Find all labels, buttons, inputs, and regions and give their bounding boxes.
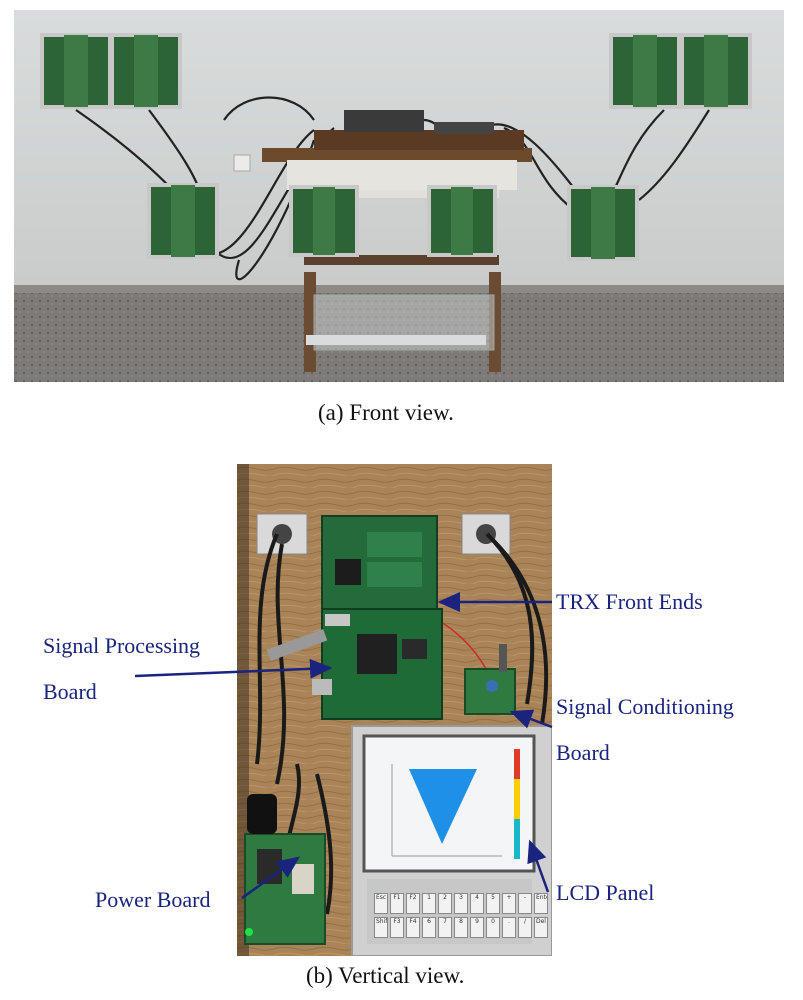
keypad-key: 7 xyxy=(438,917,452,938)
keypad-key: 3 xyxy=(454,893,468,914)
antenna-panel xyxy=(609,33,681,109)
signal-conditioning-label: Signal Conditioning xyxy=(556,694,734,719)
antenna-panel xyxy=(427,185,497,257)
keypad-key: 6 xyxy=(422,917,436,938)
antenna-panel xyxy=(147,183,219,259)
keypad-key: F4 xyxy=(406,917,420,938)
keypad-key: 2 xyxy=(438,893,452,914)
antenna-panel xyxy=(110,33,182,109)
keypad-key: 4 xyxy=(470,893,484,914)
keypad-key: / xyxy=(518,917,532,938)
front-view-photo xyxy=(14,10,784,382)
front-view-caption: (a) Front view. xyxy=(318,400,454,425)
keypad-key: Esc xyxy=(374,893,388,914)
keypad-key: - xyxy=(518,893,532,914)
antenna-panel xyxy=(567,185,639,261)
power-board-label: Power Board xyxy=(95,887,211,912)
keypad-key: + xyxy=(502,893,516,914)
keypad-key: Shift xyxy=(374,917,388,938)
vertical-view-caption: (b) Vertical view. xyxy=(306,963,465,988)
keypad-key: 0 xyxy=(486,917,500,938)
vertical-view-photo xyxy=(237,464,552,956)
keypad-key: 1 xyxy=(422,893,436,914)
keypad-key: Enter xyxy=(534,893,548,914)
keypad-key: Del xyxy=(534,917,548,938)
keypad-key: 9 xyxy=(470,917,484,938)
antenna-panel xyxy=(289,185,359,257)
keypad-key: F1 xyxy=(390,893,404,914)
signal-processing-board-label: Board xyxy=(43,679,97,704)
keypad-key: F2 xyxy=(406,893,420,914)
keypad-row: ShiftF3F467890./Del xyxy=(374,917,548,938)
keypad-key: 5 xyxy=(486,893,500,914)
antenna-panel xyxy=(40,33,112,109)
keypad-key: . xyxy=(502,917,516,938)
keypad-key: F3 xyxy=(390,917,404,938)
antenna-panel xyxy=(680,33,752,109)
trx-front-ends-label: TRX Front Ends xyxy=(556,589,703,614)
keypad-key: 8 xyxy=(454,917,468,938)
signal-conditioning-board-label: Board xyxy=(556,740,610,765)
lcd-triangle xyxy=(409,769,477,844)
lcd-panel-label: LCD Panel xyxy=(556,880,655,905)
signal-processing-label: Signal Processing xyxy=(43,633,201,658)
